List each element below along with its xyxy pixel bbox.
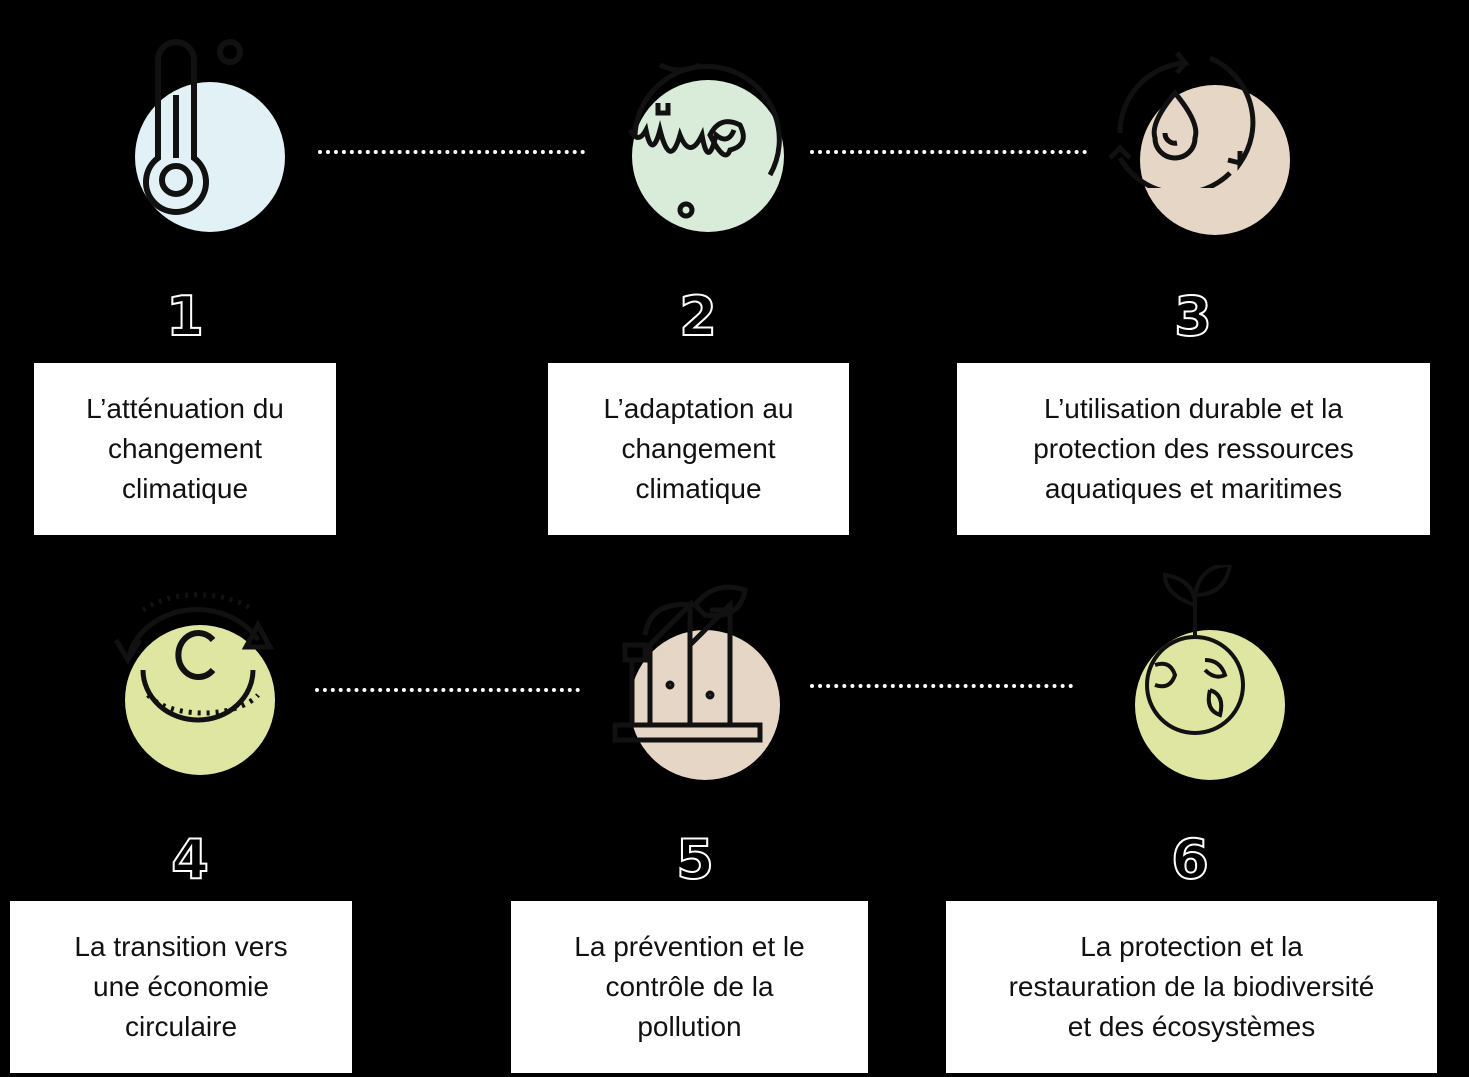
label-line: restauration de la biodiversité bbox=[1008, 971, 1375, 1002]
circle-5 bbox=[630, 630, 780, 780]
objective-number-6: 6 bbox=[1170, 827, 1210, 892]
label-line: L’atténuation du bbox=[86, 393, 284, 424]
objective-label-4: La transition vers une économie circulaire bbox=[10, 901, 352, 1073]
water-cycle-icon bbox=[1108, 51, 1256, 188]
label-line: La prévention et le bbox=[574, 931, 805, 962]
objective-number-5: 5 bbox=[675, 827, 715, 892]
objective-label-5: La prévention et le contrôle de la polluti… bbox=[511, 901, 868, 1073]
connector-4-5 bbox=[315, 688, 580, 692]
label-line: climatique bbox=[121, 473, 249, 504]
label-line: pollution bbox=[637, 1011, 742, 1042]
label-line: changement bbox=[621, 433, 776, 464]
label-line: changement bbox=[107, 433, 263, 464]
melting-globe-icon bbox=[627, 62, 782, 219]
objective-label-6: La protection et la restauration de la bi… bbox=[946, 901, 1437, 1073]
label-line: La transition vers bbox=[74, 931, 288, 962]
label-line: L’adaptation au bbox=[603, 393, 794, 424]
objective-number-3: 3 bbox=[1173, 284, 1213, 349]
connector-2-3 bbox=[810, 150, 1087, 154]
objective-number-4: 4 bbox=[170, 827, 210, 892]
objective-label-3: L’utilisation durable et la protection de… bbox=[957, 363, 1430, 535]
objective-number-1: 1 bbox=[165, 284, 205, 349]
circular-economy-icon bbox=[113, 592, 275, 723]
label-line: et des écosystèmes bbox=[1067, 1011, 1316, 1042]
label-line: climatique bbox=[635, 473, 762, 504]
objective-label-2: L’adaptation au changement climatique bbox=[548, 363, 849, 535]
label-line: circulaire bbox=[124, 1011, 238, 1042]
label-line: L’utilisation durable et la bbox=[1044, 393, 1343, 424]
globe-sprout-icon bbox=[1145, 565, 1245, 735]
label-line: une économie bbox=[93, 971, 269, 1002]
connector-1-2 bbox=[318, 150, 585, 154]
objective-label-1: L’atténuation du changement climatique bbox=[34, 363, 336, 535]
label-line: contrôle de la bbox=[605, 971, 774, 1002]
label-line: La protection et la bbox=[1080, 931, 1303, 962]
objective-number-2: 2 bbox=[678, 284, 718, 349]
label-line: aquatiques et maritimes bbox=[1044, 473, 1343, 504]
thermometer-icon bbox=[143, 39, 243, 215]
factory-icon bbox=[612, 584, 763, 743]
label-line: protection des ressources bbox=[1033, 433, 1354, 464]
connector-5-6 bbox=[810, 684, 1073, 688]
